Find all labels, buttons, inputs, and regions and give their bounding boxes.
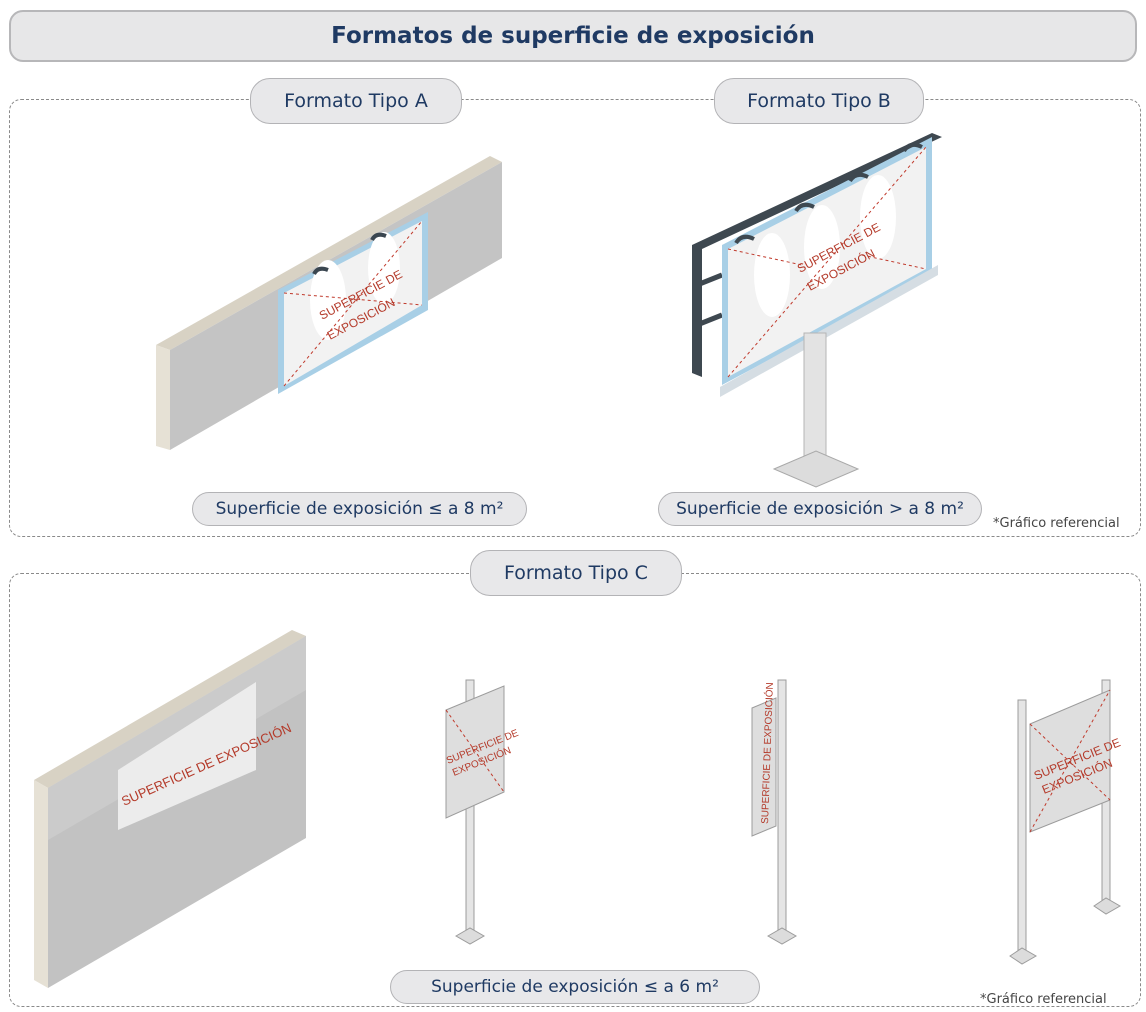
format-c-pole-2: SUPERFICIE DE EXPOSICIÓN (751, 679, 798, 945)
format-c-pole-1: SUPERFICIE DE EXPOSICIÓN (445, 679, 521, 945)
sign-a-lamp-2 (370, 232, 387, 242)
caption-format-c-text: Superficie de exposición ≤ a 6 m² (431, 977, 719, 997)
tab-format-b: Formato Tipo B (714, 78, 924, 124)
billboard-b-lamp-3 (848, 172, 869, 183)
note-reference-bottom: *Gráfico referencial (980, 992, 1107, 1007)
billboard-b-lamp-1 (734, 234, 755, 245)
billboard-b-light-3 (860, 175, 896, 259)
pole-1-base (454, 927, 486, 945)
wall-c-banner (118, 682, 256, 830)
format-a-illustration: SUPERFICIE DE EXPOSICIÓN (156, 156, 502, 450)
title-bar: Formatos de superficie de exposición (9, 10, 1137, 62)
billboard-b-strut-2 (696, 312, 723, 328)
note-reference-top: *Gráfico referencial (993, 516, 1120, 531)
pole-3-base-left (1009, 947, 1038, 965)
pole-2-post (777, 679, 787, 931)
format-b-illustration: SUPERFICIE DE EXPOSICIÓN (692, 133, 942, 488)
pole-1-diagonal (445, 709, 505, 793)
billboard-b-lamp-2 (794, 202, 815, 213)
pole-3-post-left (1017, 699, 1027, 951)
sign-a-light-2 (368, 232, 400, 304)
pole-3-base-right (1093, 897, 1122, 915)
sign-a-light-1 (310, 260, 346, 340)
billboard-b-light-1 (754, 233, 790, 317)
caption-format-b-text: Superficie de exposición > a 8 m² (676, 499, 964, 519)
wall-a-top (156, 156, 502, 350)
sign-a-diagonal-1 (283, 292, 423, 306)
wall-a-edge (156, 345, 170, 450)
billboard-b-post (803, 332, 827, 464)
billboard-b-dash-1 (727, 248, 803, 266)
tab-format-c-label: Formato Tipo C (504, 562, 648, 584)
pole-2-panel (751, 697, 777, 837)
pole-1-panel (445, 685, 505, 819)
format-c-pole-3: SUPERFICIE DE EXPOSICIÓN (1009, 679, 1122, 965)
wall-c-top (34, 630, 306, 788)
caption-format-c: Superficie de exposición ≤ a 6 m² (390, 970, 760, 1004)
caption-format-a-text: Superficie de exposición ≤ a 8 m² (215, 499, 504, 519)
billboard-b-strut-1 (696, 272, 723, 288)
billboard-b-lamp-4 (902, 142, 923, 153)
page-title: Formatos de superficie de exposición (331, 23, 815, 49)
billboard-b-dash-2 (861, 254, 927, 270)
caption-format-b: Superficie de exposición > a 8 m² (658, 492, 982, 526)
caption-format-a: Superficie de exposición ≤ a 8 m² (192, 492, 527, 526)
format-c-wall-illustration: SUPERFICIE DE EXPOSICIÓN (34, 630, 306, 988)
tab-format-b-label: Formato Tipo B (747, 90, 891, 112)
panel-ab (9, 99, 1141, 537)
tab-format-c: Formato Tipo C (470, 550, 682, 596)
billboard-b-base (772, 450, 860, 488)
tab-format-a: Formato Tipo A (250, 78, 462, 124)
billboard-b-light-2 (804, 205, 840, 289)
sign-a-lamp-1 (312, 266, 329, 276)
tab-format-a-label: Formato Tipo A (284, 90, 428, 112)
billboard-b-walkway (720, 265, 938, 397)
billboard-b-diagonal (727, 146, 927, 378)
wall-c-edge (34, 780, 48, 988)
pole-2-base (766, 927, 798, 945)
